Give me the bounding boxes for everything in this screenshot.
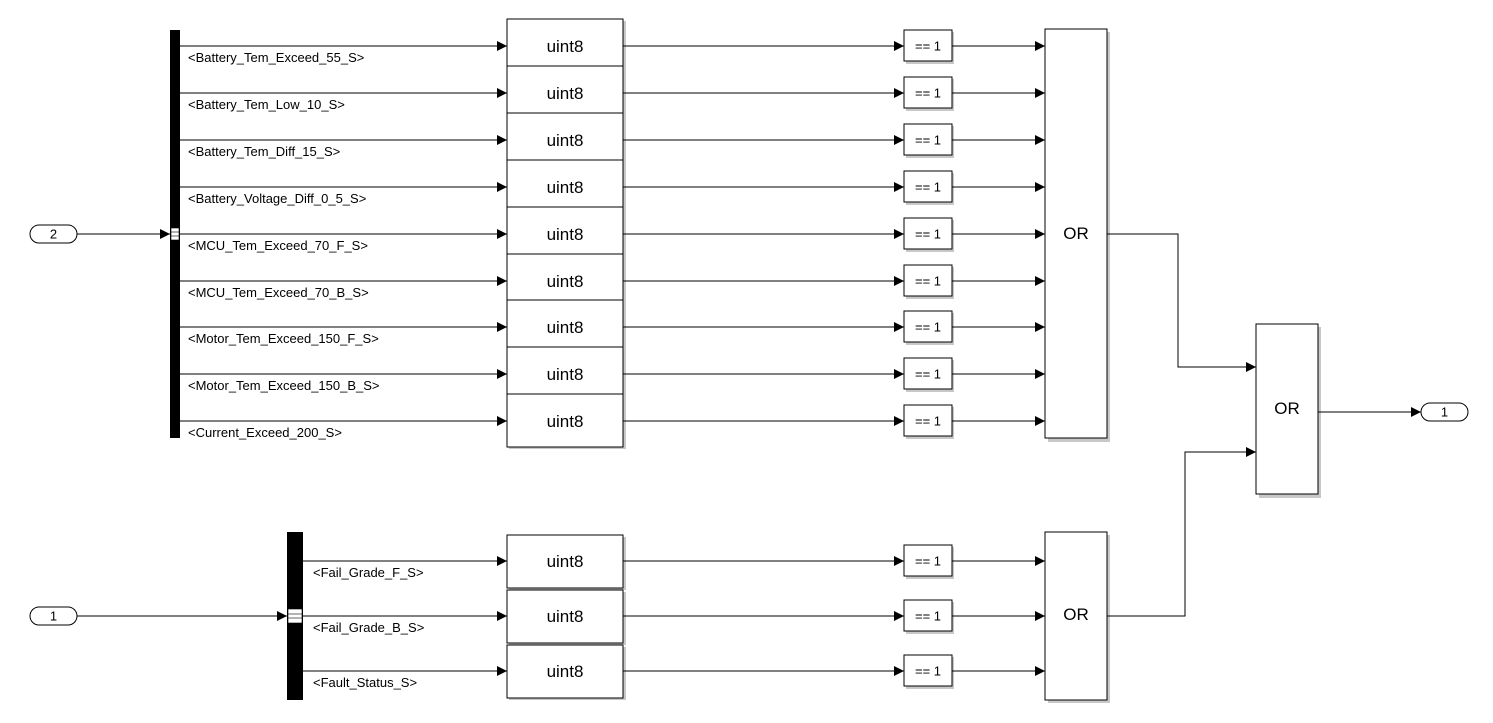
signal-row: <Battery_Voltage_Diff_0_5_S> uint8 == 1 bbox=[180, 159, 1045, 215]
data-type-conversion-block[interactable]: uint8 bbox=[506, 534, 626, 590]
conversion-label: uint8 bbox=[547, 84, 584, 103]
signal-row: <Motor_Tem_Exceed_150_B_S> uint8 == 1 bbox=[180, 346, 1045, 402]
compare-label: == 1 bbox=[915, 227, 941, 242]
inport-1-label: 1 bbox=[50, 609, 57, 624]
signal-row: <Fault_Status_S> uint8 == 1 bbox=[303, 644, 1045, 700]
compare-to-constant-block[interactable]: == 1 bbox=[903, 76, 954, 111]
conversion-label: uint8 bbox=[547, 662, 584, 681]
compare-to-constant-block[interactable]: == 1 bbox=[903, 404, 954, 439]
top-signal-group: <Battery_Tem_Exceed_55_S>uint8== 1<Batte… bbox=[180, 18, 1045, 449]
signal-label: <Battery_Tem_Exceed_55_S> bbox=[188, 50, 364, 65]
signal-label: <Motor_Tem_Exceed_150_B_S> bbox=[188, 378, 380, 393]
signal-label: <MCU_Tem_Exceed_70_F_S> bbox=[188, 238, 368, 253]
compare-to-constant-block[interactable]: == 1 bbox=[903, 544, 954, 579]
outport-1-label: 1 bbox=[1441, 405, 1448, 420]
data-type-conversion-block[interactable]: uint8 bbox=[506, 112, 626, 168]
signal-label: <Motor_Tem_Exceed_150_F_S> bbox=[188, 331, 379, 346]
data-type-conversion-block[interactable]: uint8 bbox=[506, 299, 626, 355]
conversion-label: uint8 bbox=[547, 37, 584, 56]
inport-2-label: 2 bbox=[50, 227, 57, 242]
compare-label: == 1 bbox=[915, 39, 941, 54]
conversion-label: uint8 bbox=[547, 607, 584, 626]
or-block-top[interactable]: OR bbox=[1044, 28, 1110, 442]
compare-label: == 1 bbox=[915, 414, 941, 429]
compare-label: == 1 bbox=[915, 180, 941, 195]
signal-label: <Current_Exceed_200_S> bbox=[188, 425, 342, 440]
conversion-label: uint8 bbox=[547, 412, 584, 431]
signal-row: <Current_Exceed_200_S> uint8 == 1 bbox=[180, 393, 1045, 449]
signal-row: <Battery_Tem_Diff_15_S> uint8 == 1 bbox=[180, 112, 1045, 168]
compare-label: == 1 bbox=[915, 274, 941, 289]
bottom-signal-group: <Fail_Grade_F_S>uint8== 1<Fail_Grade_B_S… bbox=[303, 534, 1045, 700]
compare-label: == 1 bbox=[915, 609, 941, 624]
or-block-bottom[interactable]: OR bbox=[1044, 531, 1110, 703]
compare-to-constant-block[interactable]: == 1 bbox=[903, 29, 954, 64]
compare-label: == 1 bbox=[915, 133, 941, 148]
signal-row: <Battery_Tem_Exceed_55_S> uint8 == 1 bbox=[180, 18, 1045, 74]
compare-to-constant-block[interactable]: == 1 bbox=[903, 310, 954, 345]
bus-selector-bottom[interactable] bbox=[287, 532, 303, 700]
compare-to-constant-block[interactable]: == 1 bbox=[903, 264, 954, 299]
bus-selector-top[interactable] bbox=[170, 30, 180, 438]
signal-row: <Motor_Tem_Exceed_150_F_S> uint8 == 1 bbox=[180, 299, 1045, 355]
signal-label: <Battery_Voltage_Diff_0_5_S> bbox=[188, 191, 366, 206]
data-type-conversion-block[interactable]: uint8 bbox=[506, 644, 626, 700]
conversion-label: uint8 bbox=[547, 131, 584, 150]
signal-label: <Fail_Grade_F_S> bbox=[313, 565, 424, 580]
signal-label: <Fail_Grade_B_S> bbox=[313, 620, 424, 635]
conversion-label: uint8 bbox=[547, 318, 584, 337]
signal-row: <Fail_Grade_B_S> uint8 == 1 bbox=[303, 589, 1045, 645]
compare-to-constant-block[interactable]: == 1 bbox=[903, 217, 954, 252]
or-block-final[interactable]: OR bbox=[1255, 323, 1321, 498]
data-type-conversion-block[interactable]: uint8 bbox=[506, 206, 626, 262]
data-type-conversion-block[interactable]: uint8 bbox=[506, 18, 626, 74]
inport-1[interactable]: 1 bbox=[29, 606, 78, 626]
compare-label: == 1 bbox=[915, 554, 941, 569]
or-block-top-label: OR bbox=[1063, 224, 1089, 243]
conversion-label: uint8 bbox=[547, 225, 584, 244]
or-bottom-to-final-wire bbox=[1107, 447, 1256, 617]
signal-label: <Fault_Status_S> bbox=[313, 675, 417, 690]
signal-label: <Battery_Tem_Low_10_S> bbox=[188, 97, 345, 112]
compare-to-constant-block[interactable]: == 1 bbox=[903, 599, 954, 634]
signal-label: <MCU_Tem_Exceed_70_B_S> bbox=[188, 285, 369, 300]
compare-label: == 1 bbox=[915, 367, 941, 382]
signal-row: <Battery_Tem_Low_10_S> uint8 == 1 bbox=[180, 65, 1045, 121]
conversion-label: uint8 bbox=[547, 552, 584, 571]
signal-label: <Battery_Tem_Diff_15_S> bbox=[188, 144, 340, 159]
data-type-conversion-block[interactable]: uint8 bbox=[506, 393, 626, 449]
outport-1[interactable]: 1 bbox=[1420, 402, 1469, 422]
conversion-label: uint8 bbox=[547, 365, 584, 384]
or-block-bottom-label: OR bbox=[1063, 605, 1089, 624]
data-type-conversion-block[interactable]: uint8 bbox=[506, 65, 626, 121]
compare-label: == 1 bbox=[915, 86, 941, 101]
compare-to-constant-block[interactable]: == 1 bbox=[903, 357, 954, 392]
data-type-conversion-block[interactable]: uint8 bbox=[506, 346, 626, 402]
data-type-conversion-block[interactable]: uint8 bbox=[506, 589, 626, 645]
or-top-to-final-wire bbox=[1107, 233, 1256, 372]
or-block-final-label: OR bbox=[1274, 399, 1300, 418]
compare-to-constant-block[interactable]: == 1 bbox=[903, 123, 954, 158]
conversion-label: uint8 bbox=[547, 272, 584, 291]
compare-label: == 1 bbox=[915, 320, 941, 335]
signal-row: <MCU_Tem_Exceed_70_F_S> uint8 == 1 bbox=[180, 206, 1045, 262]
compare-to-constant-block[interactable]: == 1 bbox=[903, 654, 954, 689]
conversion-label: uint8 bbox=[547, 178, 584, 197]
inport-2[interactable]: 2 bbox=[29, 224, 78, 244]
data-type-conversion-block[interactable]: uint8 bbox=[506, 159, 626, 215]
signal-row: <Fail_Grade_F_S> uint8 == 1 bbox=[303, 534, 1045, 590]
compare-to-constant-block[interactable]: == 1 bbox=[903, 170, 954, 205]
compare-label: == 1 bbox=[915, 664, 941, 679]
